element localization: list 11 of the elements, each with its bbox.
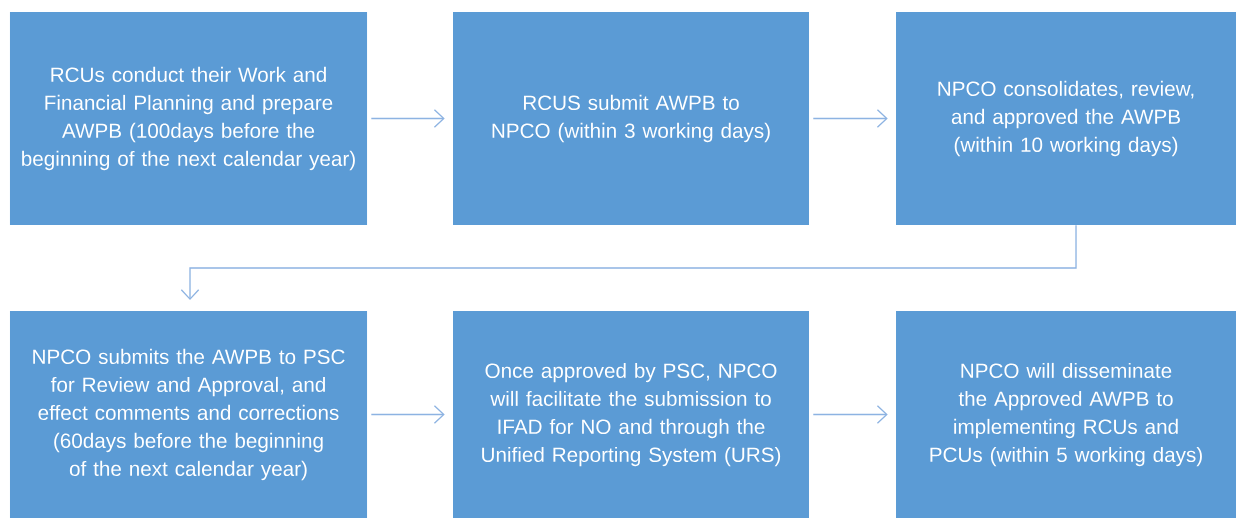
process-box: RCUS submit AWPB to NPCO (within 3 working days) [453, 11, 809, 226]
process-box: NPCO will disseminate the Approved AWPB to implementing RCUs and PCUs (within 5 working days) [896, 311, 1236, 518]
arrow [812, 109, 888, 128]
process-box: Once approved by PSC, NPCO will facilitate the submission to IFAD for NO and through the Unified Reporting System (URS) [453, 311, 809, 518]
arrow [812, 405, 888, 424]
process-box: NPCO consolidates, review, and approved the AWPB (within 10 working days) [896, 11, 1236, 226]
process-box: RCUs conduct their Work and Financial Planning and prepare AWPB (100days before the beginning of the next calendar year) [9, 11, 368, 226]
arrow [370, 109, 445, 128]
arrow [370, 405, 445, 424]
process-box: NPCO submits the AWPB to PSC for Review and Approval, and effect comments and corrections (60days before the beginning of the next calendar year) [9, 311, 368, 518]
arrow [180, 224, 1077, 301]
